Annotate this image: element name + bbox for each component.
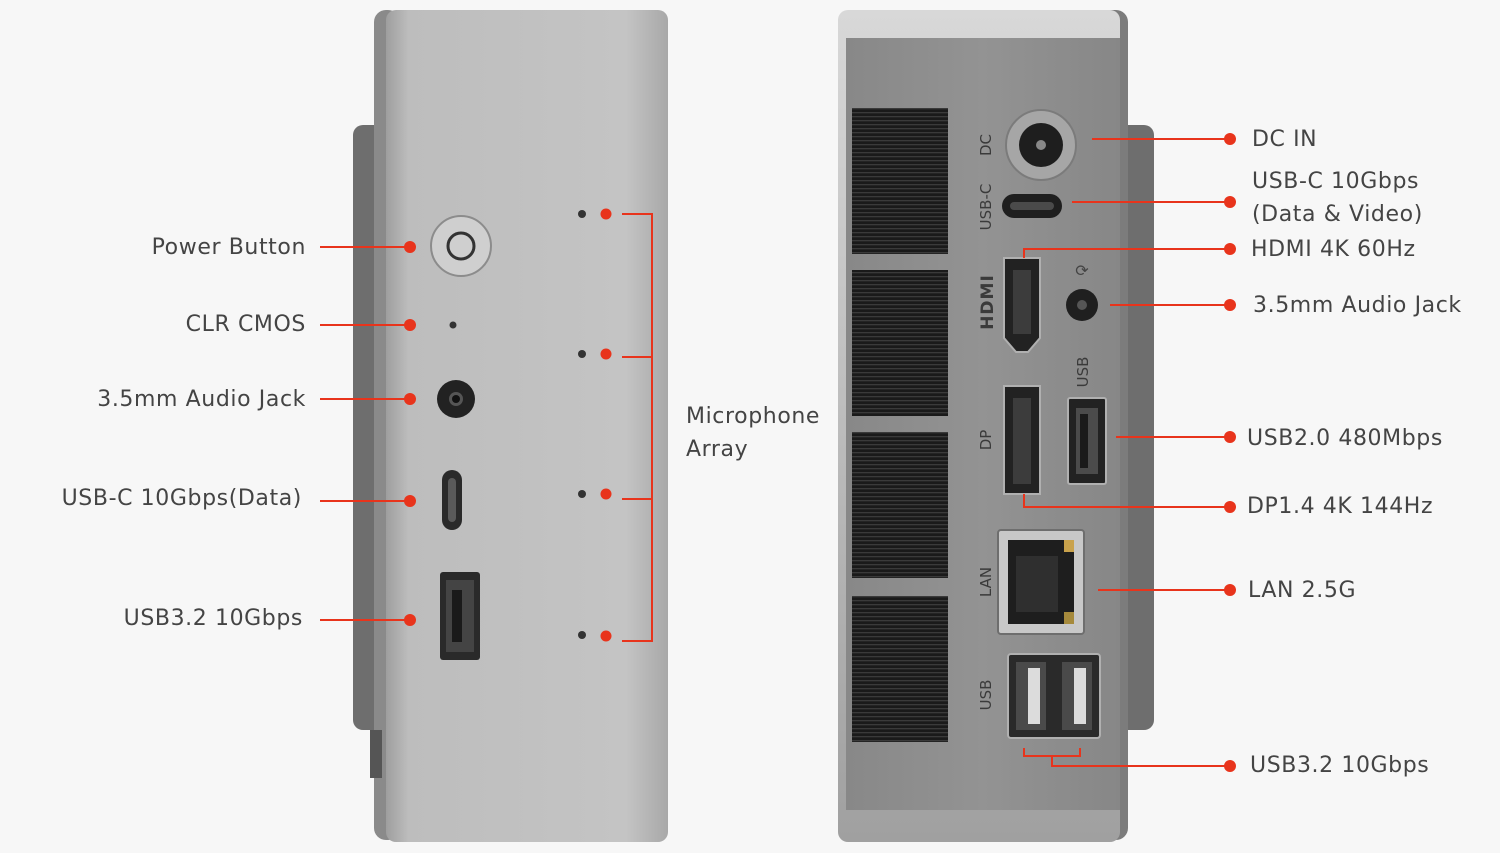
power-button-ring[interactable]	[430, 215, 492, 277]
label-front-usb3: USB3.2 10Gbps	[123, 606, 303, 631]
rear-leaders	[1023, 138, 1228, 767]
port-mark-hdmi: HDMI	[978, 274, 998, 330]
label-front-usb-c: USB-C 10Gbps(Data)	[61, 486, 302, 511]
clr-cmos-hole[interactable]	[449, 321, 457, 329]
microphone-bracket	[622, 213, 653, 642]
label-dc-in: DC IN	[1252, 127, 1318, 152]
rear-leader-dots	[1224, 133, 1236, 772]
rear-port-marks: DC USB-C HDMI USB DP LAN USB	[977, 134, 1092, 710]
label-power-button: Power Button	[151, 235, 306, 260]
front-stand	[370, 730, 382, 778]
label-microphone-line1: Microphone	[686, 404, 821, 429]
rear-view: ⟳	[838, 10, 1236, 842]
port-mark-usb-bottom: USB	[977, 680, 995, 711]
port-mark-usb-c: USB-C	[977, 184, 995, 231]
label-rear-audio-jack: 3.5mm Audio Jack	[1253, 293, 1462, 318]
rear-vents	[852, 108, 948, 742]
front-view	[320, 10, 668, 842]
label-rear-usb3: USB3.2 10Gbps	[1250, 753, 1430, 778]
port-mark-lan: LAN	[977, 567, 995, 597]
power-button-icon	[446, 231, 476, 261]
label-front-audio-jack: 3.5mm Audio Jack	[97, 387, 306, 412]
label-hdmi: HDMI 4K 60Hz	[1251, 237, 1416, 262]
label-clr-cmos: CLR CMOS	[185, 312, 306, 337]
front-panel	[386, 10, 668, 842]
label-lan: LAN 2.5G	[1248, 578, 1357, 603]
port-mark-dp: DP	[977, 430, 995, 451]
label-microphone-line2: Array	[686, 437, 749, 462]
label-microphone-array: Microphone Array	[686, 400, 820, 466]
label-rear-usb-c-line2: (Data & Video)	[1252, 202, 1423, 227]
front-leader-dots	[404, 241, 416, 626]
front-leaders	[320, 246, 408, 621]
label-usb2: USB2.0 480Mbps	[1247, 426, 1443, 451]
port-mark-dc: DC	[977, 134, 995, 156]
port-mark-usb: USB	[1074, 357, 1092, 388]
audio-jack-icon: ⟳	[1075, 261, 1089, 280]
label-dp: DP1.4 4K 144Hz	[1247, 494, 1434, 519]
microphone-array	[578, 208, 612, 642]
label-rear-usb-c: USB-C 10Gbps (Data & Video)	[1252, 165, 1423, 231]
label-rear-usb-c-line1: USB-C 10Gbps	[1252, 169, 1420, 194]
